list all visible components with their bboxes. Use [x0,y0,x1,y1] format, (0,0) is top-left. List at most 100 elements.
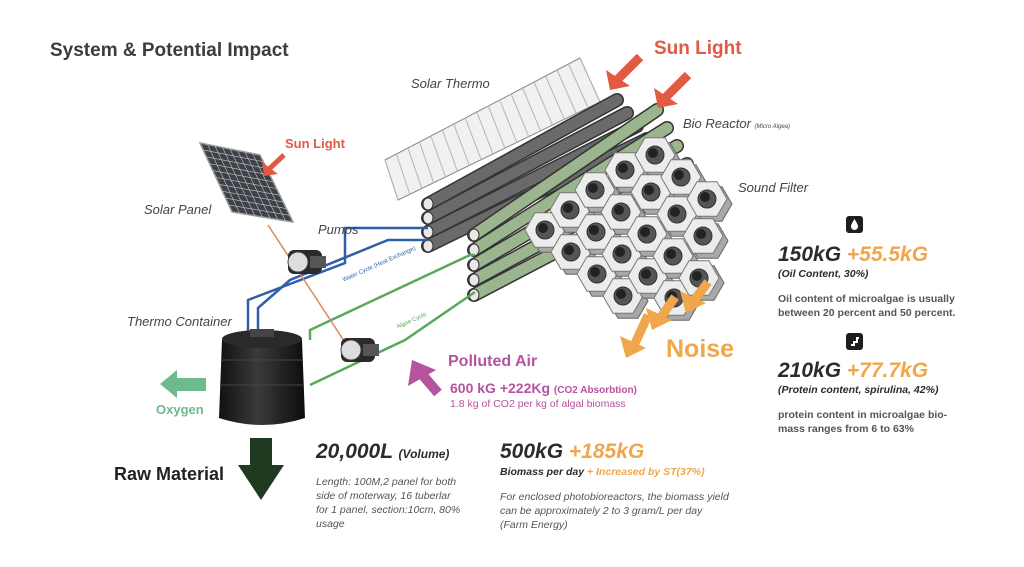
protein-gain: +77.7kG [846,359,929,382]
corrugation-line [453,123,470,166]
polluted-air-label: Polluted Air [448,353,538,370]
co2-absorption-value: 600 kG +222Kg (CO2 Absorbtion) [450,380,637,396]
biomass-gain: +185kG [568,440,645,463]
corrugation-line [556,69,577,114]
oil-label: (Oil Content, 30%) [778,268,869,280]
oil-value: 150kG +55.5kG [778,243,928,267]
corrugation-line [579,57,601,103]
noise-arrow-1 [620,313,653,358]
solar-panel [198,141,295,223]
tube-end [422,211,434,225]
sun-arrow-main-1 [606,53,644,90]
hex-cell-hole-inner [696,229,706,239]
pipes [246,224,476,387]
panel-grid-line [215,177,277,189]
noise-label: Noise [666,335,735,363]
biomass-number: 500kG [500,440,564,463]
protein-desc-line: mass ranges from 6 to 63% [778,423,914,435]
hex-cell-hole-inner [563,203,573,213]
volume-unit: (Volume) [398,447,450,461]
oil-desc-line: between 20 percent and 50 percent. [778,307,956,319]
tube-end [422,239,434,253]
sun-arrow-panel [262,153,286,176]
hex-cell-hole-inner [616,289,626,299]
solar-thermo-panel [384,57,601,201]
tube-end [422,197,434,211]
hex-cell-hole-inner [674,170,684,180]
panel-grid-line [209,163,270,176]
volume-description: Length: 100M,2 panel for both side of mo… [316,475,496,531]
hex-cell-hole-inner [648,148,658,158]
panel-grid-line [206,156,267,169]
hex-cell-hole-inner [666,249,676,259]
oil-number: 150kG [778,243,842,266]
volume-desc-line: usage [316,518,345,530]
tube-body [422,94,623,210]
pump-lower [340,338,379,362]
protein-icon [846,333,863,350]
thermo-container-label: Thermo Container [127,314,232,329]
solar-thermo-label: Solar Thermo [411,76,490,91]
hex-cell-hole-inner [700,192,710,202]
volume-desc-line: Length: 100M,2 panel for both [316,476,457,488]
corrugation-line [568,63,589,108]
page-title: System & Potential Impact [50,40,289,61]
protein-label: (Protein content, spirulina, 42%) [778,384,939,396]
tube-body [468,104,663,241]
oxygen-label: Oxygen [156,402,204,417]
hex-cell-hole-inner [670,207,680,217]
solar-panel-label: Solar Panel [144,202,212,217]
volume-desc-line: for 1 panel, section:10cm, 80% [316,504,461,516]
biomass-value: 500kG +185kG [500,440,644,464]
co2-note: (CO2 Absorbtion) [553,385,637,396]
co2-value: 600 kG [450,380,496,396]
oil-gain: +55.5kG [846,243,929,266]
panel-grid-line [219,184,280,196]
hex-cell-hole-inner [640,227,650,237]
corrugation-line [533,81,553,126]
panel-grid-line [225,197,287,209]
corrugation-line [499,99,518,143]
polluted-air-arrow [408,360,442,397]
bio-reactor-label: Bio Reactor (Micro Algea) [683,116,790,131]
corrugation-line [384,159,399,201]
panel-grid-line [222,191,284,203]
corrugation-line [522,87,542,132]
corrugation-line [487,105,506,149]
biomass-label: Biomass per day + Increased by ST(37%) [500,466,705,478]
pump-upper [287,250,326,274]
sun-arrow-main-2 [654,71,692,108]
hex-cell-hole-inner [692,271,702,281]
tube-body [422,107,633,224]
hex-cell-hole-inner [588,183,598,193]
hex-cell-hole-inner [641,269,651,279]
panel-grid-line [228,204,290,216]
sun-light-main-label: Sun Light [654,38,742,59]
tube-end [468,228,480,242]
biomass-desc-line: (Farm Energy) [500,519,568,531]
bio-reactor-text: Bio Reactor [683,116,751,131]
hex-cell-hole-inner [644,185,654,195]
noise-arrow-2 [646,294,679,330]
oil-description: Oil content of microalgae is usually bet… [778,292,978,320]
oil-drop-icon [846,216,863,233]
corrugation-line [418,141,435,183]
co2-sub-note: 1.8 kg of CO2 per kg of algal biomass [450,398,626,410]
corrugation-line [545,75,565,120]
corrugation-line [395,153,411,195]
biomass-label-gain: + Increased by ST(37%) [586,466,705,478]
tube-body [468,122,673,256]
tube-end [468,258,480,272]
biomass-description: For enclosed photobioreactors, the bioma… [500,490,770,532]
corrugation-line [407,147,423,189]
hex-cell-hole-inner [538,223,548,233]
hex-cell-hole-inner [615,247,625,257]
hex-cell-hole-inner [564,245,574,255]
corrugation-line [464,117,482,160]
bio-reactor-note: (Micro Algea) [754,124,790,130]
volume-desc-line: side of moterway, 16 tuberlar [316,490,451,502]
corrugation-line [510,93,530,137]
protein-value: 210kG +77.7kG [778,359,928,383]
volume-value: 20,000L (Volume) [316,440,449,464]
